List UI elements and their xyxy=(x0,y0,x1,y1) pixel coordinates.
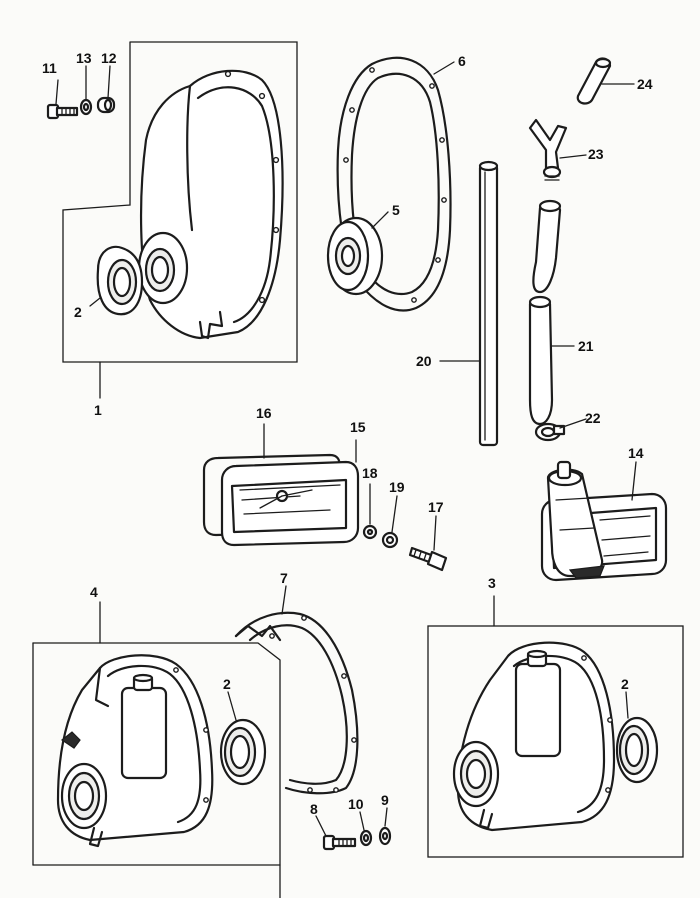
part-14-breather-cover xyxy=(540,460,668,582)
callout-18: 18 xyxy=(362,465,378,481)
assembly-3-frame xyxy=(427,595,684,858)
part-21-hose-upper xyxy=(532,199,562,294)
callout-22: 22 xyxy=(585,410,601,426)
callout-2-top: 2 xyxy=(74,304,82,320)
part-22-hose-clip xyxy=(534,422,566,442)
part-15-plate-cover xyxy=(220,460,360,547)
part-6-cover-gasket xyxy=(336,56,452,312)
callout-23: 23 xyxy=(588,146,604,162)
callout-9: 9 xyxy=(381,792,389,808)
part-4-housing xyxy=(56,654,214,848)
callout-8: 8 xyxy=(310,801,318,817)
assembly-4-frame xyxy=(32,601,281,898)
part-21-hose-lower xyxy=(528,295,554,426)
leader-lines xyxy=(55,61,637,837)
part-3-housing xyxy=(452,641,616,832)
callout-12: 12 xyxy=(101,50,117,66)
callout-5: 5 xyxy=(392,202,400,218)
callout-14: 14 xyxy=(628,445,644,461)
part-2-housing-seal-left xyxy=(219,718,267,786)
callout-4: 4 xyxy=(90,584,98,600)
callout-1: 1 xyxy=(94,402,102,418)
part-24-connector-tube xyxy=(576,57,612,105)
part-2-loose-seal xyxy=(96,245,144,316)
callout-11: 11 xyxy=(42,60,57,76)
assembly-1-frame xyxy=(62,41,298,399)
callout-24: 24 xyxy=(637,76,653,92)
callout-7: 7 xyxy=(280,570,288,586)
part-2-housing-seal-right xyxy=(615,716,659,784)
callout-2-left: 2 xyxy=(223,676,231,692)
callout-15: 15 xyxy=(350,419,366,435)
part-23-y-piece xyxy=(528,118,568,181)
part-7-housing-gasket xyxy=(234,611,359,795)
part-2-cover-seal xyxy=(137,231,189,305)
callout-17: 17 xyxy=(428,499,444,515)
callout-10: 10 xyxy=(348,796,364,812)
callout-labels: 11 13 12 2 1 6 5 20 21 22 23 24 16 15 18… xyxy=(42,50,653,817)
parts-11-13-12-bolt-washers xyxy=(46,96,116,120)
callout-6: 6 xyxy=(458,53,466,69)
callout-3: 3 xyxy=(488,575,496,591)
callout-13: 13 xyxy=(76,50,92,66)
callout-2-right: 2 xyxy=(621,676,629,692)
part-5-gasket-seal xyxy=(326,216,384,296)
callout-21: 21 xyxy=(578,338,594,354)
parts-18-19-17-washers-bolt xyxy=(362,524,448,572)
callout-19: 19 xyxy=(389,479,405,495)
parts-8-10-9-bolt-washers xyxy=(322,826,392,851)
part-20-tube xyxy=(478,160,499,447)
callout-20: 20 xyxy=(416,353,432,369)
callout-16: 16 xyxy=(256,405,272,421)
